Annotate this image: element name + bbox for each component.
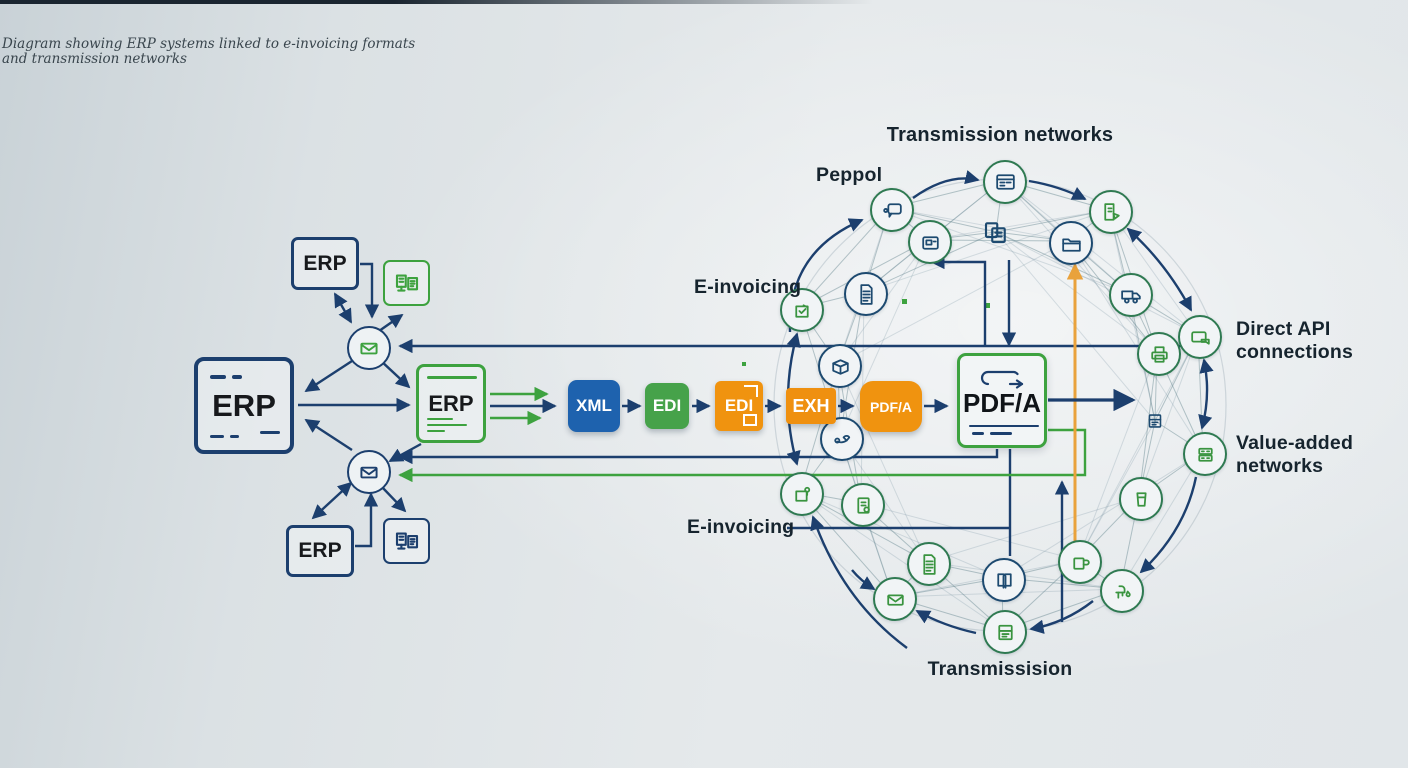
arrow-hubbottom-to-mainerp — [304, 418, 353, 452]
peppol-label: Peppol — [816, 164, 883, 186]
pdfa-target-label: PDF/A — [963, 388, 1041, 418]
elbow-erptop-to-hub — [360, 262, 380, 319]
transmission-networks-title: Transmission networks — [886, 124, 1114, 146]
gateway-erp-box: ERP — [416, 364, 486, 443]
pdfa-orange-format-badge: PDF/A — [860, 381, 922, 432]
erp-line — [427, 423, 467, 426]
erp-line — [427, 376, 477, 379]
value-added-label: Value-added networks — [1236, 432, 1353, 478]
gateway-erp-label: ERP — [428, 390, 474, 416]
arc-faucet-folderdoc — [1029, 600, 1094, 634]
top-erp-label: ERP — [303, 251, 347, 275]
bottom-erp-box: ERP — [286, 525, 354, 577]
arc-apiscreen-idcards — [1198, 358, 1214, 430]
exh-label: EXH — [792, 395, 830, 416]
pdfa-line — [972, 432, 984, 435]
invoice-system-box-top — [383, 260, 430, 306]
edi-label: EDI — [724, 396, 754, 415]
top-edge-strip — [0, 0, 1408, 4]
xml-label: XML — [576, 396, 612, 415]
pdfa-line — [990, 432, 1012, 435]
erp-line — [427, 417, 453, 420]
invoice-system-icon — [395, 532, 418, 550]
arrow-hubbottom-to-iconbox — [380, 485, 407, 513]
direct-api-line1: Direct API — [1236, 318, 1331, 340]
top-erp-box: ERP — [291, 237, 359, 290]
value-added-line1: Value-added — [1236, 432, 1354, 454]
routing-hub-top — [347, 326, 391, 370]
main-erp-box: ERP — [194, 357, 294, 454]
loop-arrow-icon — [980, 370, 1024, 389]
arc-bottom-to-boxpin — [810, 515, 908, 649]
value-added-line2: networks — [1236, 455, 1324, 477]
xml-format-badge: XML — [561, 371, 626, 440]
invoice-system-box-bottom — [383, 518, 430, 564]
erp-line — [427, 429, 445, 432]
arc-docarrow-apiscreen — [1126, 227, 1193, 312]
edi-orange-format-badge: EDI — [715, 381, 763, 431]
arrow-hubtop-to-gateway — [379, 359, 411, 389]
pdfa-target-box: PDF/A — [957, 353, 1047, 448]
pdfa-line — [969, 424, 1039, 427]
pdfa-label: PDF/A — [870, 398, 912, 415]
arc-browser-docarrow — [1028, 179, 1087, 201]
invoice-system-icon — [395, 274, 418, 292]
exh-format-badge: EXH — [786, 388, 836, 424]
arrow-gateway-to-hubbottom — [388, 442, 422, 463]
arc-peppolhub-browser — [912, 170, 980, 199]
arc-idcards-faucet — [1139, 476, 1198, 574]
elbow-erpbottom-to-hub — [355, 492, 379, 548]
direct-api-label: Direct API connections — [1236, 318, 1353, 364]
bottom-erp-label: ERP — [298, 539, 342, 562]
edi-green-format-badge: EDI — [640, 383, 694, 429]
navy-arrows — [298, 170, 1214, 649]
mesh-markers — [742, 299, 990, 366]
direct-api-line2: connections — [1236, 341, 1354, 363]
return-line-bottom-navy — [398, 449, 999, 465]
green-arrows — [398, 386, 1087, 483]
erp-line — [230, 434, 239, 438]
erp-line — [210, 375, 226, 379]
envelope-icon — [360, 466, 378, 479]
einvoicing-bottom-label: E-invoicing — [687, 516, 795, 538]
arc-into-envelope-left — [851, 569, 876, 591]
arrow-hubbottom-erp-bottom — [311, 481, 353, 520]
erp-line — [210, 434, 224, 438]
return-line-bottom-green — [398, 428, 1087, 483]
main-erp-label: ERP — [212, 387, 276, 423]
erp-line — [232, 375, 242, 379]
routing-hub-bottom — [347, 450, 391, 494]
transmission-bottom-label: Transmissision — [927, 658, 1073, 680]
arc-folderdoc-envelope — [915, 609, 977, 635]
arrow-hubtop-to-mainerp — [304, 359, 353, 393]
edi-label: EDI — [652, 396, 682, 415]
arrow-hubtop-to-iconbox — [378, 313, 404, 332]
arrow-hubtop-erp-top — [333, 292, 353, 324]
diagram-caption: Diagram showing ERP systems linked to e-… — [2, 36, 416, 67]
envelope-icon — [360, 342, 378, 355]
einvoicing-top-label: E-invoicing — [694, 276, 802, 298]
erp-line — [260, 430, 280, 434]
elbow-arrow-left — [930, 254, 987, 346]
